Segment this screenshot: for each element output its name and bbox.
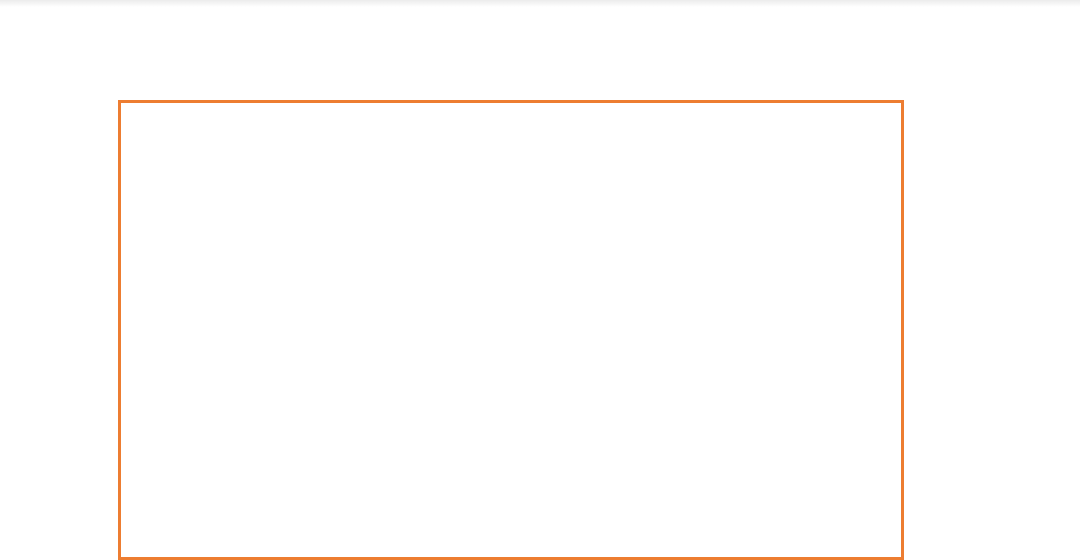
model-toolkit-diagram [0, 0, 1080, 515]
diagram-frame [118, 100, 904, 560]
top-sheen [0, 0, 1080, 7]
